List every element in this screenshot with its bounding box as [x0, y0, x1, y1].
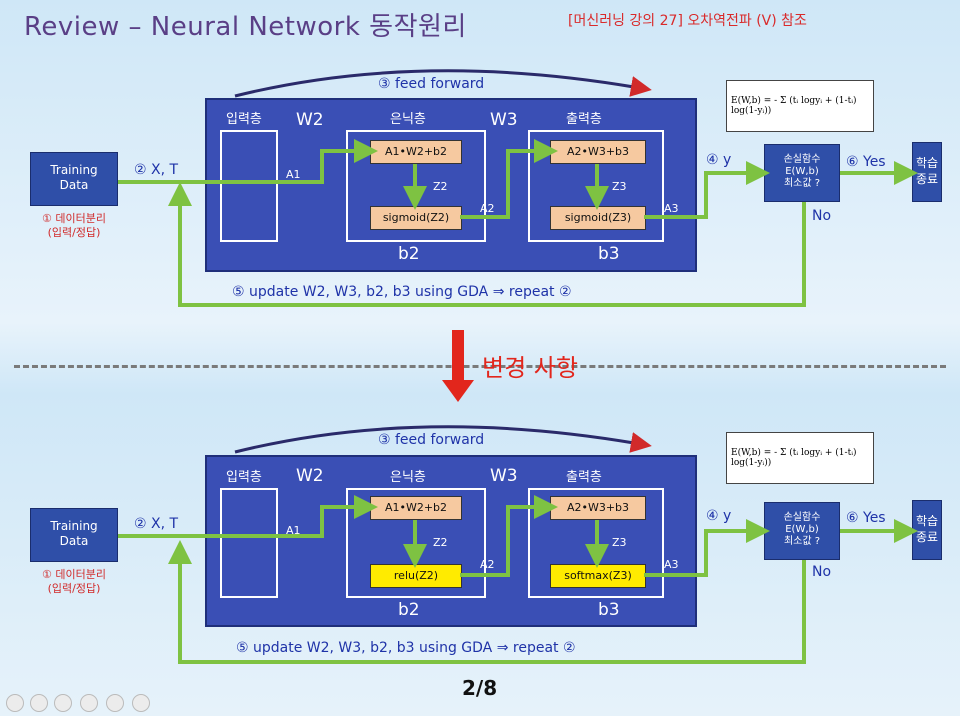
- prev-icon[interactable]: [6, 694, 24, 712]
- input-layer-box-bottom: [220, 488, 278, 598]
- more-icon[interactable]: [132, 694, 150, 712]
- feed-forward-arc-bottom: [234, 425, 652, 454]
- input-layer-label: 입력층: [226, 470, 262, 485]
- w2-label: W2: [296, 466, 324, 486]
- a3-label: A3: [664, 202, 679, 215]
- hidden-layer-box-bottom: [346, 488, 486, 598]
- output-linear-calc: A2•W3+b3: [550, 496, 646, 520]
- data-split-line-1: ① 데이터분리: [42, 212, 106, 225]
- a3-label: A3: [664, 558, 679, 571]
- b2-label: b2: [398, 244, 420, 264]
- no-label: No: [812, 208, 832, 224]
- output-layer-box-bottom: [528, 488, 664, 598]
- loss-line-3: 최소값 ?: [783, 178, 821, 189]
- loss-formula: E(W,b) = - Σ (tᵢ logyᵢ + (1-tᵢ) log(1-yᵢ…: [726, 80, 874, 132]
- loss-formula: E(W,b) = - Σ (tᵢ logyᵢ + (1-tᵢ) log(1-yᵢ…: [726, 432, 874, 484]
- training-label-1: Training: [50, 163, 98, 177]
- feed-forward-label: ③ feed forward: [378, 432, 485, 448]
- hidden-activation: relu(Z2): [370, 564, 462, 588]
- page-number: 2/8: [462, 676, 498, 700]
- output-linear-calc: A2•W3+b3: [550, 140, 646, 164]
- slides-icon[interactable]: [80, 694, 98, 712]
- loss-line-1: 손실함수: [783, 154, 821, 165]
- data-split-line-2: (입력/정답): [47, 226, 101, 239]
- network-panel-top: [205, 98, 697, 272]
- training-label-1: Training: [50, 519, 98, 533]
- xt-label: ② X, T: [134, 516, 179, 532]
- hidden-linear-calc: A1•W2+b2: [370, 140, 462, 164]
- loss-line-3: 최소값 ?: [783, 536, 821, 547]
- data-split-note: ① 데이터분리 (입력/정답): [24, 212, 124, 240]
- section-divider: [14, 365, 946, 368]
- input-layer-box-top: [220, 130, 278, 242]
- hidden-layer-label: 은닉층: [390, 470, 426, 485]
- data-split-line-1: ① 데이터분리: [42, 568, 106, 581]
- output-layer-box-top: [528, 130, 664, 242]
- change-label: 변경 사항: [482, 354, 578, 382]
- training-data-box: Training Data: [30, 152, 118, 206]
- finish-line-1: 학습: [915, 156, 939, 170]
- slide-title: Review – Neural Network 동작원리: [24, 12, 467, 42]
- next-icon[interactable]: [30, 694, 48, 712]
- b3-label: b3: [598, 600, 620, 620]
- finish-line-2: 종료: [915, 172, 939, 186]
- loss-function-box: 손실함수 E(W,b) 최소값 ?: [764, 144, 840, 202]
- change-arrow: [442, 330, 474, 402]
- data-split-line-2: (입력/정답): [47, 582, 101, 595]
- network-panel-bottom: [205, 455, 697, 627]
- a2-label: A2: [480, 558, 495, 571]
- top-flow-arrows: [118, 139, 918, 307]
- a1-label: A1: [286, 168, 301, 181]
- pen-icon[interactable]: [54, 694, 72, 712]
- finish-box: 학습 종료: [912, 500, 942, 560]
- z3-label: Z3: [612, 180, 627, 193]
- no-label: No: [812, 564, 832, 580]
- w3-label: W3: [490, 466, 518, 486]
- finish-line-1: 학습: [915, 514, 939, 528]
- z3-label: Z3: [612, 536, 627, 549]
- zoom-icon[interactable]: [106, 694, 124, 712]
- w3-label: W3: [490, 110, 518, 130]
- data-split-note: ① 데이터분리 (입력/정답): [24, 568, 124, 596]
- feed-forward-label: ③ feed forward: [378, 76, 485, 92]
- loss-line-1: 손실함수: [783, 512, 821, 523]
- loss-function-box: 손실함수 E(W,b) 최소값 ?: [764, 502, 840, 560]
- output-activation: sigmoid(Z3): [550, 206, 646, 230]
- a2-label: A2: [480, 202, 495, 215]
- output-layer-label: 출력층: [566, 112, 602, 127]
- yes-label: ⑥ Yes: [846, 510, 886, 526]
- training-data-box: Training Data: [30, 508, 118, 562]
- z2-label: Z2: [433, 536, 448, 549]
- update-label: ⑤ update W2, W3, b2, b3 using GDA ⇒ repe…: [232, 284, 572, 300]
- hidden-linear-calc: A1•W2+b2: [370, 496, 462, 520]
- hidden-layer-box-top: [346, 130, 486, 242]
- input-layer-label: 입력층: [226, 112, 262, 127]
- b3-label: b3: [598, 244, 620, 264]
- reference-note: [머신러닝 강의 27] 오차역전파 (V) 참조: [568, 13, 807, 29]
- z2-label: Z2: [433, 180, 448, 193]
- yes-label: ⑥ Yes: [846, 154, 886, 170]
- y-label: ④ y: [706, 508, 732, 524]
- finish-line-2: 종료: [915, 530, 939, 544]
- a1-label: A1: [286, 524, 301, 537]
- hidden-layer-label: 은닉층: [390, 112, 426, 127]
- b2-label: b2: [398, 600, 420, 620]
- loss-line-2: E(W,b): [785, 166, 819, 177]
- output-layer-label: 출력층: [566, 470, 602, 485]
- update-label: ⑤ update W2, W3, b2, b3 using GDA ⇒ repe…: [236, 640, 576, 656]
- training-label-2: Data: [59, 178, 89, 192]
- feed-forward-arc-top: [234, 69, 652, 98]
- bottom-flow-arrows: [118, 495, 918, 664]
- w2-label: W2: [296, 110, 324, 130]
- xt-label: ② X, T: [134, 162, 179, 178]
- y-label: ④ y: [706, 152, 732, 168]
- loss-line-2: E(W,b): [785, 524, 819, 535]
- training-label-2: Data: [59, 534, 89, 548]
